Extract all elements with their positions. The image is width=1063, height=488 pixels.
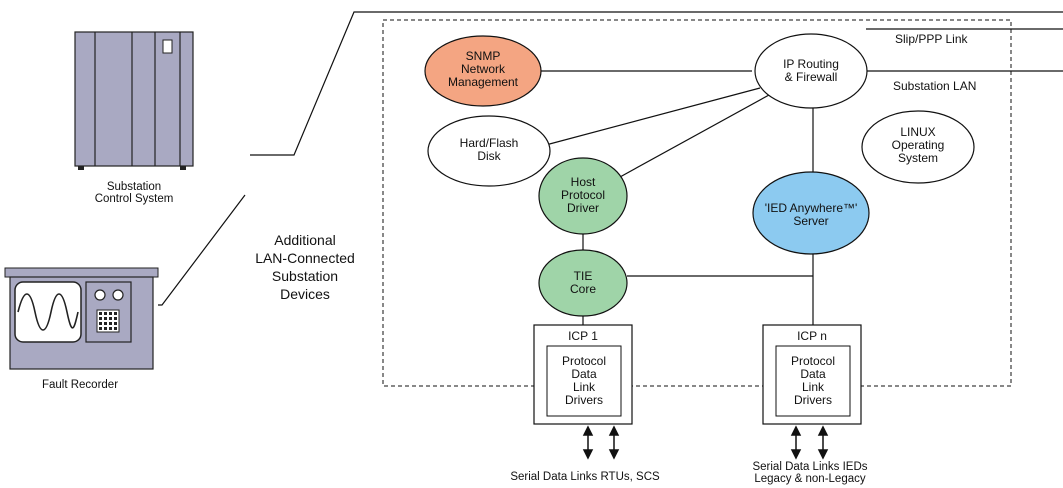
slip-ppp-label: Slip/PPP Link bbox=[895, 32, 968, 46]
connectors bbox=[158, 11, 1063, 325]
linux-label: LINUX Operating System bbox=[891, 125, 945, 165]
serial-link-arrows bbox=[582, 425, 829, 460]
ip-routing-node bbox=[754, 33, 868, 109]
icpn-title: ICP n bbox=[797, 329, 827, 343]
icpn-inner-box bbox=[775, 345, 851, 417]
substation-control-label: Substation Control System bbox=[94, 181, 174, 205]
tie-core-node bbox=[538, 249, 628, 317]
additional-devices-label: Additional LAN-Connected Substation Devi… bbox=[255, 232, 355, 302]
icp1-inner-box bbox=[546, 345, 622, 417]
snmp-node bbox=[424, 35, 542, 107]
host-protocol-node bbox=[538, 157, 628, 235]
hard-flash-node bbox=[427, 115, 551, 187]
ied-anywhere-node bbox=[752, 171, 870, 255]
tie-core-label: TIE Core bbox=[569, 269, 596, 296]
ied-anywhere-label: 'IED Anywhere™' Server bbox=[764, 201, 858, 228]
snmp-label: SNMP Network Management bbox=[447, 49, 519, 89]
serial-rtus-label: Serial Data Links RTUs, SCS bbox=[510, 471, 660, 483]
server-cabinet-icon bbox=[74, 31, 194, 170]
substation-lan-label: Substation LAN bbox=[893, 79, 977, 93]
icpn-drivers-label: Protocol Data Link Drivers bbox=[790, 354, 836, 407]
icp1-drivers-label: Protocol Data Link Drivers bbox=[561, 354, 607, 407]
hard-flash-label: Hard/Flash Disk bbox=[459, 136, 519, 163]
ip-routing-label: IP Routing & Firewall bbox=[783, 57, 839, 84]
serial-ieds-label: Serial Data Links IEDs Legacy & non-Lega… bbox=[752, 461, 868, 485]
linux-node bbox=[861, 110, 975, 184]
icp1-title: ICP 1 bbox=[568, 329, 598, 343]
host-protocol-label: Host Protocol Driver bbox=[560, 175, 606, 215]
fault-recorder-icon bbox=[4, 267, 159, 370]
fault-recorder-label: Fault Recorder bbox=[41, 379, 119, 391]
